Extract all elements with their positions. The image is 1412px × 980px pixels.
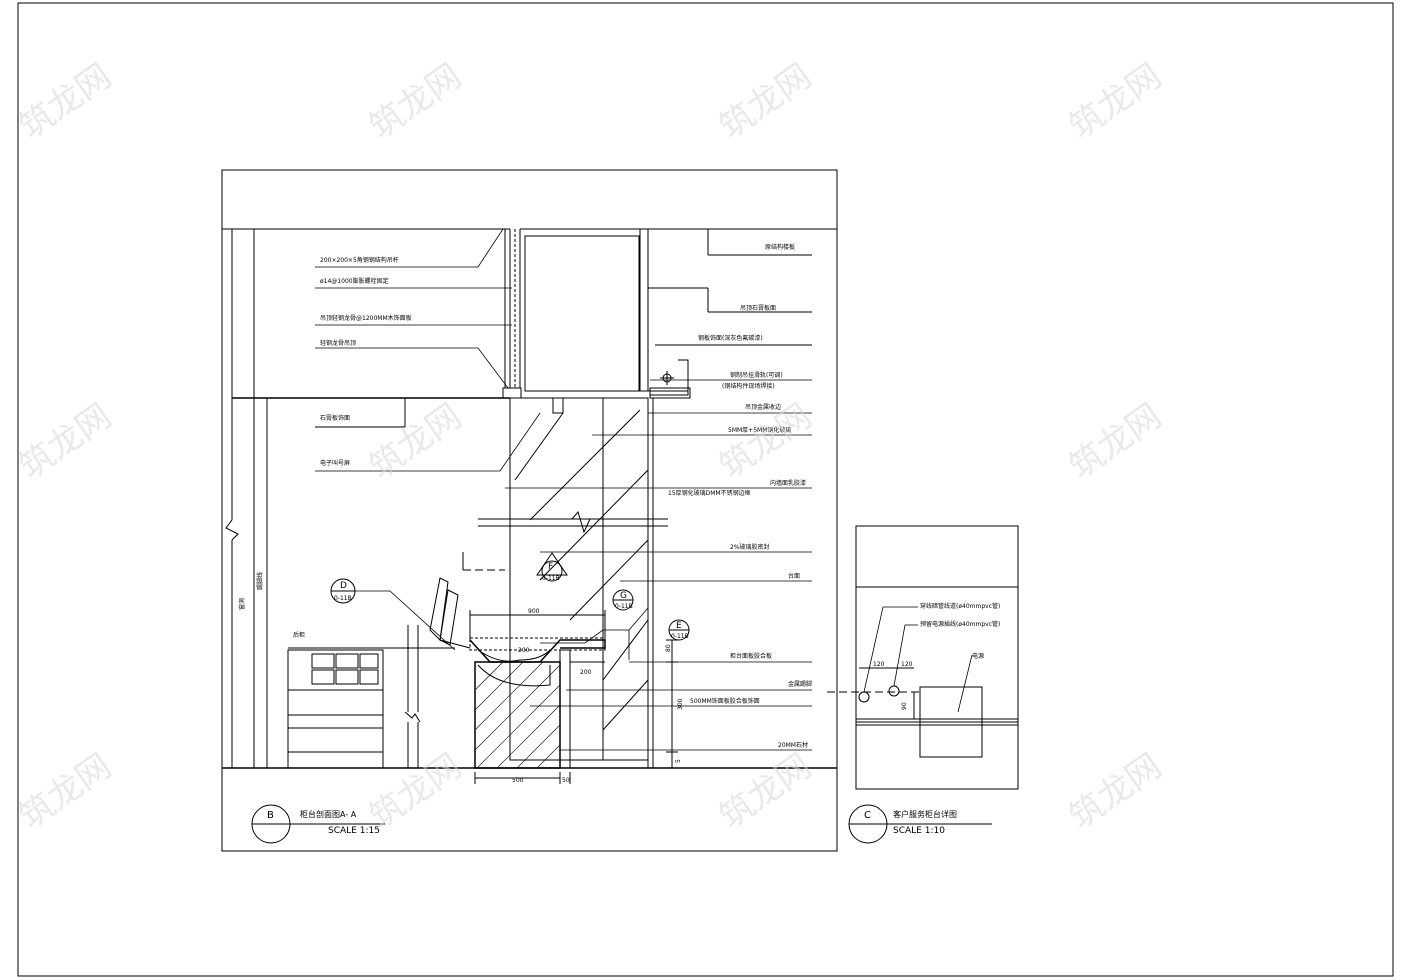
- drawing-c-label-2: 预留电源插线(ø40mmpvc管): [920, 620, 1000, 628]
- drawing-b-ref-letter: B: [267, 810, 274, 821]
- sheet-border: [17, 2, 1394, 977]
- watermark: 筑龙网: [362, 56, 468, 147]
- watermark: 筑龙网: [1062, 396, 1168, 487]
- drawing-b: [221, 169, 838, 852]
- drawing-c-label-3: 电源: [972, 652, 984, 660]
- watermark: 筑龙网: [712, 56, 818, 147]
- watermark: 筑龙网: [362, 746, 468, 837]
- callout-d-letter: D: [340, 581, 347, 591]
- callout-g-sheet: 0-11B: [615, 603, 633, 610]
- drawing-b-title: 柜台剖面图A- A: [300, 809, 357, 819]
- label-right-4: 钢制吊挂滑轨(可调): [730, 371, 783, 379]
- label-right-5: (钢结构件现场焊接): [722, 382, 775, 390]
- callout-d-sheet: 0-11B: [334, 595, 352, 602]
- label-right-6: 吊顶金属收边: [745, 403, 781, 411]
- dim-200b: 200: [518, 647, 530, 654]
- label-left-5: 石膏板饰面: [320, 414, 350, 422]
- dim-50: 50: [562, 777, 570, 784]
- drawing-c-dim-120a: 120: [873, 661, 885, 668]
- watermark: 筑龙网: [12, 396, 118, 487]
- label-right-8: 内墙面乳胶漆: [770, 479, 806, 487]
- label-left-2: ø14@1000膨胀螺栓固定: [320, 277, 389, 285]
- drawing-c: [827, 525, 1019, 844]
- callout-e-sheet: 0-11B: [671, 633, 689, 640]
- drawing-b-scale: SCALE 1:15: [328, 826, 380, 836]
- callout-f-letter: F: [548, 562, 553, 572]
- watermark: 筑龙网: [12, 56, 118, 147]
- drawing-c-frame: [855, 525, 1019, 790]
- label-right-13: 金属踢脚: [788, 680, 812, 688]
- drawing-b-frame: [221, 169, 838, 852]
- callout-f-sheet: 0-11B: [542, 575, 560, 582]
- label-right-11: 台面: [788, 572, 800, 580]
- dim-300: 300: [677, 698, 684, 710]
- watermark: 筑龙网: [1062, 746, 1168, 837]
- label-left-3: 吊顶轻钢龙骨@1200MM木饰面板: [320, 314, 412, 322]
- drawing-c-label-1: 穿线暗管线道(ø40mmpvc管): [920, 602, 1000, 610]
- watermark: 筑龙网: [362, 396, 468, 487]
- dim-5: 5: [675, 759, 682, 763]
- dim-200: 200: [580, 669, 592, 676]
- desk-label: 后柜: [293, 631, 305, 639]
- label-right-14: 500MM饰面板胶合板饰面: [690, 697, 760, 705]
- watermark: 筑龙网: [12, 746, 118, 837]
- dim-900: 900: [528, 608, 540, 615]
- label-right-3: 钢板饰面(深灰色氟碳漆): [698, 334, 763, 342]
- dim-80: 80: [665, 644, 672, 652]
- label-right-10: 2%玻璃胶密封: [730, 543, 770, 551]
- watermark: 筑龙网: [1062, 56, 1168, 147]
- label-left-4: 轻钢龙骨吊顶: [320, 339, 356, 347]
- watermark: 筑龙网: [712, 746, 818, 837]
- drawing-c-scale: SCALE 1:10: [893, 826, 945, 836]
- drawing-c-dim-90: 90: [901, 702, 908, 710]
- label-right-15: 20MM石材: [778, 741, 808, 749]
- callout-g-letter: G: [620, 591, 627, 601]
- drawing-c-dim-120b: 120: [901, 661, 913, 668]
- label-right-9: 15厚钢化玻璃DMM不锈钢边框: [668, 489, 751, 497]
- label-right-7: 5MM厚+5MM钢化玻璃: [728, 426, 791, 434]
- callout-e-letter: E: [676, 621, 682, 631]
- label-right-12: 柜台面板胶合板: [730, 652, 772, 660]
- drawing-c-ref-letter: C: [864, 810, 871, 821]
- dim-500: 500: [512, 777, 524, 784]
- side-label-2: 踢脚线: [256, 572, 264, 590]
- label-right-2: 吊顶石膏板面: [740, 304, 776, 312]
- side-label-1: 窗洞: [238, 598, 246, 610]
- label-left-6: 电子叫号屏: [320, 459, 350, 467]
- label-right-1: 原结构楼板: [765, 243, 795, 251]
- label-left-1: 200×200×5角钢钢结构吊杆: [320, 256, 399, 264]
- drawing-c-title: 客户服务柜台详图: [893, 809, 957, 819]
